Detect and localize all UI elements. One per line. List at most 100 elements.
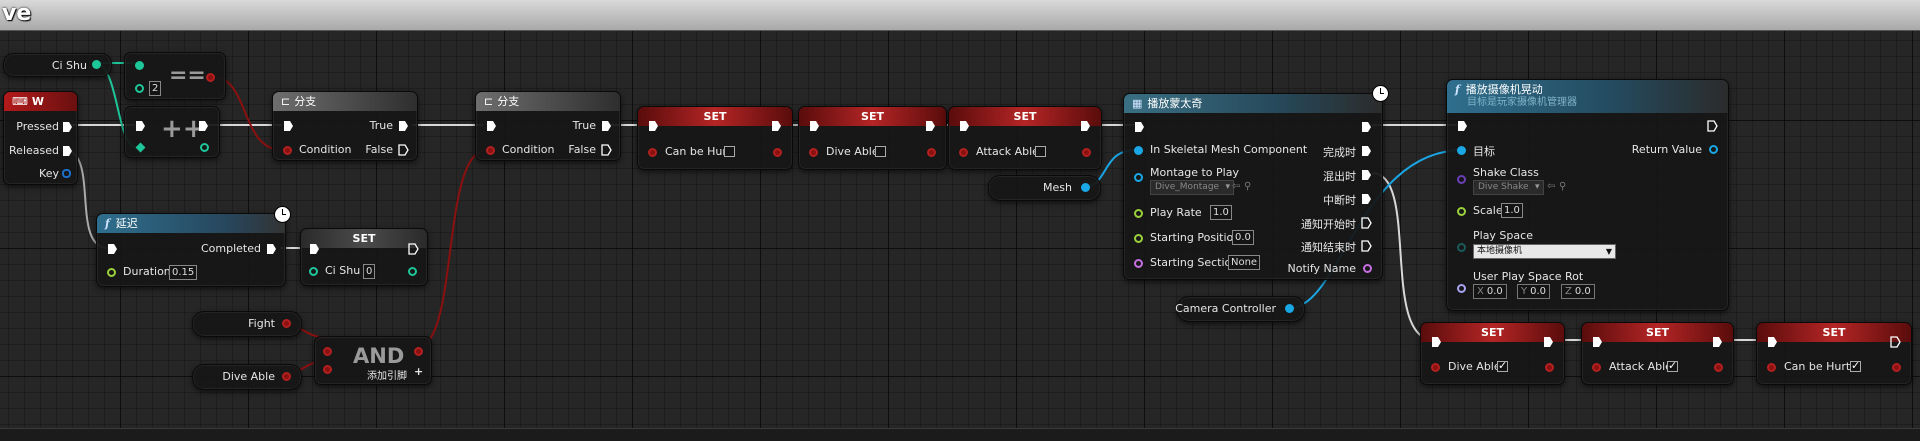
set-4-checkbox[interactable] <box>1497 359 1508 372</box>
int-input-pin-b[interactable] <box>135 84 144 93</box>
return-value-pin[interactable] <box>1709 145 1718 154</box>
on-blend-out-pin[interactable] <box>1361 169 1372 181</box>
set-6-exec-out[interactable] <box>1890 336 1901 348</box>
branch-1-exec-in[interactable] <box>283 120 294 132</box>
skeletal-mesh-input-pin[interactable] <box>1134 146 1143 155</box>
set-5-exec-out[interactable] <box>1712 336 1723 348</box>
bool-output-pin[interactable] <box>282 372 291 381</box>
increment-exec-out[interactable] <box>198 120 209 132</box>
and-node[interactable]: AND 添加引脚 + <box>314 336 432 385</box>
camera-shake-exec-out[interactable] <box>1707 120 1718 132</box>
set-attack-able-node-1[interactable]: SET Attack Able <box>948 106 1102 170</box>
int-input-pin-a[interactable] <box>135 61 144 70</box>
play-montage-node[interactable]: ▦播放蒙太奇 In Skeletal Mesh Component 完成时 Mo… <box>1123 85 1389 280</box>
fight-getter-node[interactable]: Fight <box>192 311 302 337</box>
int-output-pin[interactable] <box>92 60 101 69</box>
bool-input-pin[interactable] <box>1431 363 1440 372</box>
set-1-checkbox[interactable] <box>724 146 735 157</box>
key-struct-pin[interactable] <box>62 169 71 178</box>
play-montage-exec-in[interactable] <box>1134 121 1145 133</box>
branch-2-false-pin[interactable] <box>601 144 612 156</box>
set-dive-able-node-2[interactable]: SET Dive Able <box>1420 322 1565 385</box>
ci-shu-getter-node[interactable]: Ci Shu <box>3 53 112 77</box>
increment-exec-in[interactable] <box>135 120 146 132</box>
bool-output-pin[interactable] <box>773 148 782 157</box>
set-3-exec-in[interactable] <box>959 120 970 132</box>
set-5-exec-in[interactable] <box>1592 336 1603 348</box>
shake-class-dropdown[interactable]: Dive Shake <box>1473 180 1544 195</box>
bool-output-pin[interactable] <box>1082 148 1091 157</box>
duration-input-pin[interactable] <box>107 268 116 277</box>
bool-output-pin[interactable] <box>927 148 936 157</box>
equals-node[interactable]: 2 == <box>124 52 226 100</box>
shake-class-pin[interactable] <box>1457 175 1466 184</box>
set-2-checkbox[interactable] <box>875 146 886 157</box>
delay-duration-value[interactable]: 0.15 <box>169 265 198 280</box>
w-key-event-node[interactable]: ⌨W Pressed Released Key <box>3 91 78 185</box>
pressed-exec-pin[interactable] <box>62 121 73 133</box>
and-input-b-pin[interactable] <box>323 365 332 374</box>
dive-able-getter-node[interactable]: Dive Able <box>192 364 302 390</box>
released-exec-pin[interactable] <box>62 145 73 157</box>
object-output-pin[interactable] <box>1081 183 1090 192</box>
and-input-a-pin[interactable] <box>323 347 332 356</box>
branch-node-2[interactable]: ⊏分支 True Condition False <box>475 91 621 161</box>
set-attack-able-node-2[interactable]: SET Attack Able <box>1581 322 1734 385</box>
and-output-pin[interactable] <box>414 347 423 356</box>
int-output-pin[interactable] <box>200 143 209 152</box>
set-ci-shu-exec-in[interactable] <box>309 243 320 255</box>
branch-1-true-pin[interactable] <box>398 120 409 132</box>
bool-input-pin[interactable] <box>648 148 657 157</box>
add-pin-label[interactable]: 添加引脚 <box>367 371 407 382</box>
play-space-pin[interactable] <box>1457 243 1466 252</box>
set-6-checkbox[interactable] <box>1850 359 1861 372</box>
notify-name-pin[interactable] <box>1363 264 1372 273</box>
set-dive-able-node-1[interactable]: SET Dive Able <box>798 106 947 170</box>
play-space-dropdown[interactable]: 本地摄像机 <box>1473 244 1616 259</box>
set-ci-shu-value[interactable]: 0 <box>363 264 376 279</box>
set-5-checkbox[interactable] <box>1667 359 1678 372</box>
search-icon[interactable]: ⚲ <box>1244 181 1252 192</box>
on-interrupted-pin[interactable] <box>1361 193 1372 205</box>
set-ci-shu-exec-out[interactable] <box>408 243 419 255</box>
starting-section-value[interactable]: None <box>1228 255 1261 270</box>
camera-controller-getter-node[interactable]: Camera Controller <box>1175 296 1305 322</box>
bool-input-pin[interactable] <box>1592 363 1601 372</box>
starting-position-value[interactable]: 0.0 <box>1232 230 1254 245</box>
set-3-checkbox[interactable] <box>1035 146 1046 157</box>
set-4-exec-in[interactable] <box>1431 336 1442 348</box>
bool-output-pin[interactable] <box>206 73 215 82</box>
montage-dropdown[interactable]: Dive_Montage <box>1150 180 1235 195</box>
bool-input-pin[interactable] <box>809 148 818 157</box>
increment-node[interactable]: ++ <box>124 106 220 158</box>
play-montage-exec-out[interactable] <box>1361 121 1372 133</box>
condition-input-pin[interactable] <box>486 146 495 155</box>
play-rate-value[interactable]: 1.0 <box>1210 205 1232 220</box>
mesh-getter-node[interactable]: Mesh <box>988 175 1101 201</box>
object-output-pin[interactable] <box>1285 304 1294 313</box>
condition-input-pin[interactable] <box>283 146 292 155</box>
branch-2-exec-in[interactable] <box>486 120 497 132</box>
delay-exec-in[interactable] <box>107 243 118 255</box>
search-icon[interactable]: ⚲ <box>1559 181 1567 192</box>
delay-completed-pin[interactable] <box>266 243 277 255</box>
scale-value[interactable]: 1.0 <box>1501 203 1523 218</box>
bool-output-pin[interactable] <box>1714 363 1723 372</box>
bool-output-pin[interactable] <box>1545 363 1554 372</box>
branch-1-false-pin[interactable] <box>398 144 409 156</box>
target-input-pin[interactable] <box>1457 146 1466 155</box>
browse-arrow-icon[interactable]: ⇦ <box>1547 181 1556 192</box>
set-2-exec-out[interactable] <box>925 120 936 132</box>
bool-output-pin[interactable] <box>1892 363 1901 372</box>
camera-shake-exec-in[interactable] <box>1457 120 1468 132</box>
on-notify-begin-pin[interactable] <box>1361 217 1372 229</box>
set-3-exec-out[interactable] <box>1080 120 1091 132</box>
on-notify-end-pin[interactable] <box>1361 240 1372 252</box>
branch-2-true-pin[interactable] <box>601 120 612 132</box>
